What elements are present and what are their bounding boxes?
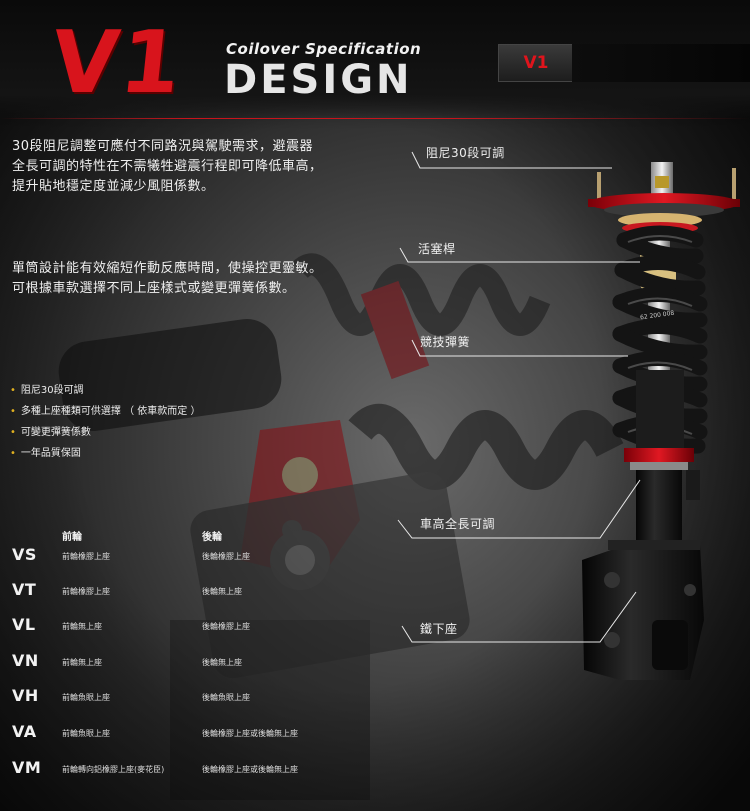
- rear-mount: 後輪無上座: [202, 587, 242, 596]
- model-code: VN: [12, 651, 39, 670]
- bullet-icon: •: [10, 448, 16, 459]
- feature-item: •多種上座種類可供選擇 （ 依車款而定 ）: [10, 406, 201, 417]
- header-divider: [0, 118, 750, 119]
- model-code: VH: [12, 686, 39, 705]
- callout-height-adjust: 車高全長可調: [420, 517, 496, 531]
- front-mount: 前輪魚眼上座: [62, 729, 110, 738]
- model-code: VT: [12, 580, 37, 599]
- description-line: 30段阻尼調整可應付不同路況與駕駛需求，避震器: [12, 139, 314, 154]
- model-code: VL: [12, 615, 36, 634]
- description-line: 可根據車款選擇不同上座樣式或變更彈簧係數。: [12, 281, 296, 296]
- bullet-icon: •: [10, 385, 16, 396]
- rear-mount: 後輪無上座: [202, 658, 242, 667]
- description-line: 全長可調的特性在不需犧牲避震行程即可降低車高，: [12, 159, 323, 174]
- callout-spring: 競技彈簧: [420, 335, 471, 349]
- feature-item: •一年品質保固: [10, 448, 81, 459]
- callout-lower-mount: 鐵下座: [420, 622, 458, 636]
- front-mount: 前輪橡膠上座: [62, 552, 110, 561]
- main-coilover: [582, 162, 740, 680]
- rear-mount: 後輪橡膠上座: [202, 552, 250, 561]
- feature-list: •阻尼30段可調 •多種上座種類可供選擇 （ 依車款而定 ） •可變更彈簧係數 …: [10, 380, 200, 464]
- v1-badge: V1: [498, 44, 574, 82]
- callout-lines: [397, 151, 641, 643]
- spec-subtitle: Coilover Specification: [226, 40, 422, 58]
- front-mount: 前輪無上座: [62, 658, 102, 667]
- front-mount: 前輪無上座: [62, 622, 102, 631]
- model-code: VS: [12, 545, 37, 564]
- column-header-front: 前輪: [62, 532, 82, 543]
- feature-item: •阻尼30段可調: [10, 385, 84, 396]
- rear-mount: 後輪橡膠上座或後輪無上座: [202, 729, 298, 738]
- v1-logo: V1: [46, 13, 188, 113]
- feature-item: •可變更彈簧係數: [10, 427, 91, 438]
- description-line: 提升貼地穩定度並減少風阻係數。: [12, 179, 215, 194]
- bullet-icon: •: [10, 406, 16, 417]
- callout-damping: 阻尼30段可調: [426, 146, 505, 160]
- design-title: DESIGN: [224, 57, 413, 103]
- model-code: VA: [12, 722, 37, 741]
- front-mount: 前輪魚眼上座: [62, 693, 110, 702]
- bullet-icon: •: [10, 427, 16, 438]
- model-code: VM: [12, 758, 42, 777]
- column-header-rear: 後輪: [202, 532, 222, 543]
- badge-extension: [572, 44, 750, 82]
- front-mount: 前輪橡膠上座: [62, 587, 110, 596]
- description-line: 單筒設計能有效縮短作動反應時間，使操控更靈敏。: [12, 261, 323, 276]
- callout-piston-rod: 活塞桿: [418, 242, 456, 256]
- front-mount: 前輪轉向鋁橡膠上座(麥花臣): [62, 765, 165, 774]
- rear-mount: 後輪橡膠上座或後輪無上座: [202, 765, 298, 774]
- rear-mount: 後輪橡膠上座: [202, 622, 250, 631]
- rear-mount: 後輪魚眼上座: [202, 693, 250, 702]
